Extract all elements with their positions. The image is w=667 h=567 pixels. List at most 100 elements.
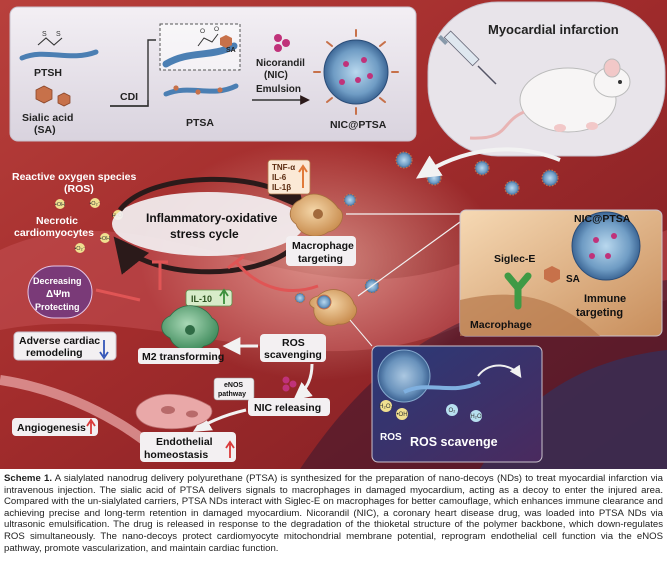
scavenge-panel-title: ROS scavenge <box>410 435 498 449</box>
angio-box: Angiogenesis <box>12 418 98 436</box>
nicorandil-abbr: (NIC) <box>264 70 288 81</box>
emulsion-label: Emulsion <box>256 84 301 95</box>
mito-decreasing: Decreasing <box>33 276 82 286</box>
cdi-label: CDI <box>120 91 138 103</box>
zoom-line-scav-icon <box>349 319 373 347</box>
targeting-line-2-icon <box>357 221 461 297</box>
cytokine-tnf: TNF-α <box>272 163 295 172</box>
nicorandil-icon <box>274 34 290 52</box>
sialic-acid-abbr: (SA) <box>34 124 56 136</box>
scav-ros-label: ROS <box>380 432 402 443</box>
immune-targeting-label-1: Immune <box>584 293 626 305</box>
m2-box: M2 transforming <box>138 348 224 364</box>
endo-label-2: homeostasis <box>144 449 208 461</box>
endo-up-arrow-icon <box>225 440 235 458</box>
ptsa-label: PTSA <box>186 117 214 129</box>
ros-scav-label-1: ROS <box>282 337 305 349</box>
scav-chain-icon <box>403 380 481 394</box>
delivery-arrow-icon <box>415 147 561 179</box>
scav-h2o: H₂O <box>470 414 482 420</box>
siglec-label: Siglec-E <box>494 253 535 265</box>
ptsh-structure-icon: S S <box>37 31 63 46</box>
immune-panel-title: NIC@PTSA <box>574 213 631 225</box>
enos-label-2: pathway <box>218 391 246 398</box>
circulating-nanodecoys <box>294 151 559 304</box>
adverse-box: Adverse cardiac remodeling <box>13 331 117 361</box>
scav-nd-particle-icon <box>377 349 431 403</box>
il10-label: IL-10 <box>191 294 212 304</box>
mito-delta-psi: ΔΨm <box>46 289 70 300</box>
immune-nd-particle-icon <box>571 211 641 281</box>
enos-label-1: eNOS <box>224 382 243 389</box>
m2-label: M2 transforming <box>142 351 224 363</box>
adverse-label-1: Adverse cardiac <box>19 335 100 347</box>
necrotic-label: Necrotic <box>36 215 78 227</box>
svg-text:S: S <box>42 31 47 38</box>
sialic-acid-icon <box>35 85 71 107</box>
immune-macrophage-label: Macrophage <box>470 319 532 331</box>
mouse-panel: Myocardial infarction <box>427 1 666 157</box>
ester-structure-icon: O O <box>197 26 219 47</box>
synthesis-panel: S S PTSH Sialic acid (SA) CDI O O SA PTS… <box>9 6 417 142</box>
scav-o2: O₂ <box>449 408 457 414</box>
il10-up-arrow-icon <box>219 288 229 304</box>
scheme-caption: Scheme 1. A sialylated nanodrug delivery… <box>4 473 663 565</box>
ros-species-ho: •OH <box>55 202 65 208</box>
ptsh-label: PTSH <box>34 67 62 79</box>
ros-abbr: (ROS) <box>64 183 94 195</box>
endo-box: Endothelial homeostasis <box>140 432 236 462</box>
scav-h2o2: H₂O₂ <box>379 404 393 410</box>
mouse-panel-title: Myocardial infarction <box>488 22 619 37</box>
cytokine-il6: IL-6 <box>272 173 287 182</box>
nic-release-label: NIC releasing <box>254 402 321 414</box>
ros-scavenging: ROS scavenging <box>222 289 357 401</box>
nic-to-endo-arrow-icon <box>192 408 247 432</box>
ptsh-chain-icon <box>19 49 99 61</box>
cytokine-il1b: IL-1β <box>272 183 291 192</box>
nicorandil-label: Nicorandil <box>256 58 305 69</box>
ros-species-o2-2: •O₂⁻ <box>74 246 85 252</box>
ros-region: Reactive oxygen species (ROS) Necrotic c… <box>12 171 136 253</box>
syringe-icon <box>438 30 497 85</box>
cytokine-up-arrow-icon <box>298 164 308 188</box>
sialic-acid-label: Sialic acid <box>22 112 73 124</box>
cycle-label-1: Inflammatory-oxidative <box>146 211 278 225</box>
immune-sa-hexagon-icon <box>544 266 560 283</box>
scavenge-panel: H₂O₂ •OH O₂ H₂O ROS ROS scavenge <box>371 345 543 463</box>
nic-molecules-icon <box>282 376 297 392</box>
ros-species-o2: •O₂⁻ <box>89 201 100 207</box>
inhibit-arrow-3-icon <box>95 288 141 302</box>
immune-targeting-label-2: targeting <box>576 307 623 319</box>
particle-spikes-icon <box>313 29 399 115</box>
cycle-arrow-bottom-icon <box>113 236 303 275</box>
scav-to-nic-arrow-icon <box>293 363 314 401</box>
endo-label-1: Endothelial <box>156 436 213 448</box>
adverse-label-2: remodeling <box>26 347 83 359</box>
adverse-down-arrow-icon <box>99 340 109 360</box>
caption-label: Scheme 1. <box>4 473 53 484</box>
sa-hexagon-icon <box>220 35 232 48</box>
inhibition-arrows <box>95 254 319 302</box>
ros-label: Reactive oxygen species <box>12 171 136 183</box>
inhibit-arrow-2-icon <box>234 261 319 293</box>
cytokine-box: TNF-α IL-6 IL-1β <box>267 159 311 195</box>
ptsa-chain-icon <box>163 83 239 97</box>
scav-ho: •OH <box>396 412 407 418</box>
caption-text: A sialylated nanodrug delivery polyureth… <box>4 473 663 554</box>
cycle-label-2: stress cycle <box>170 227 239 241</box>
siglec-receptor-icon <box>504 272 532 310</box>
ros-scav-label-2: scavenging <box>264 349 322 361</box>
il10-badge: IL-10 <box>185 288 233 307</box>
nic-ptsa-particle-icon <box>323 39 389 105</box>
scheme-figure: S S PTSH Sialic acid (SA) CDI O O SA PTS… <box>0 0 667 469</box>
ptsa-zoom-chain-icon <box>162 42 238 68</box>
sa-tag-label: SA <box>226 47 236 54</box>
mito-protecting: Protecting <box>35 302 80 312</box>
ptsa-sa-dots-icon <box>173 85 223 95</box>
angio-up-arrow-icon <box>86 418 96 434</box>
necrotic-label-2: cardiomyocytes <box>14 227 94 239</box>
particle-drug-dots-icon <box>339 57 373 85</box>
immune-panel: NIC@PTSA Siglec-E SA Immune targeting Ma… <box>459 209 663 337</box>
svg-text:O: O <box>214 26 219 33</box>
macrophage-targeting-label-2: targeting <box>298 253 343 265</box>
